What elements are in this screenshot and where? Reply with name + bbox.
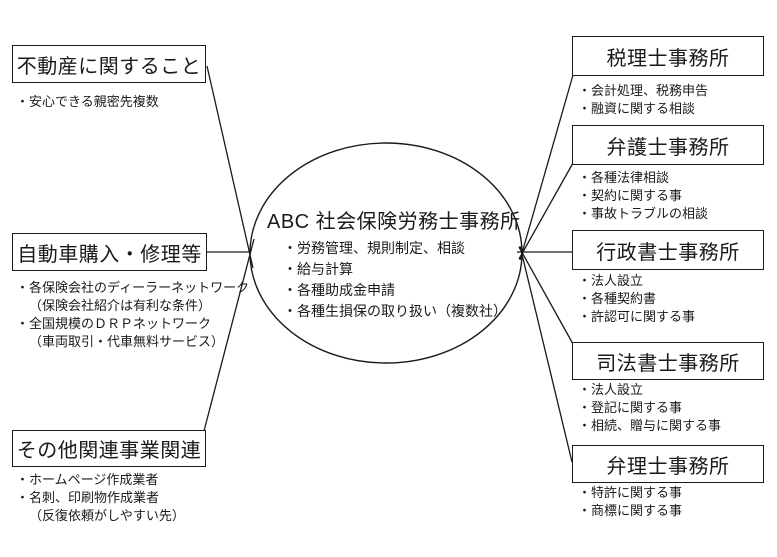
box-other-related-business-title: その他関連事業関連 <box>16 440 202 462</box>
box-real-estate: 不動産に関すること <box>12 45 206 83</box>
box-patent-attorney-office: 弁理士事務所 <box>572 445 764 483</box>
bullet-line: ・許認可に関する事 <box>578 309 696 324</box>
bullet-line: ・事故トラブルの相談 <box>578 206 709 221</box>
bullet-line: ・安心できる親密先複数 <box>16 94 159 109</box>
bullet-line: ・給与計算 <box>283 261 353 277</box>
box-judicial-scrivener-office-title: 司法書士事務所 <box>596 352 740 375</box>
bullet-line: ・各保険会社のディーラーネットワーク <box>16 280 250 295</box>
box-lawyer-office: 弁護士事務所 <box>572 125 764 165</box>
bullet-line: ・全国規模のＤＲＰネットワーク <box>16 316 212 331</box>
lawyer-bullet-list: ・各種法律相談・契約に関する事・事故トラブルの相談 <box>578 169 708 223</box>
tax-bullet-list: ・会計処理、税務申告・融資に関する相談 <box>578 82 708 118</box>
car-bullet-list: ・各保険会社のディーラーネットワーク （保険会社紹介は有利な条件） ・全国規模のＤＲ… <box>16 279 249 351</box>
box-real-estate-title: 不動産に関すること <box>16 55 202 78</box>
bullet-line: ・各種生損保の取り扱い（複数社） <box>283 303 507 319</box>
center-bullet-list: ・労務管理、規則制定、相談・給与計算・各種助成金申請・各種生損保の取り扱い（複数… <box>283 238 507 322</box>
bullet-line: ・法人設立 <box>578 382 644 397</box>
bullet-line: ・法人設立 <box>578 273 644 288</box>
box-administrative-scrivener-office: 行政書士事務所 <box>572 230 764 270</box>
bullet-line: （反復依頼がしやすい先） <box>29 508 185 523</box>
center-title: ABC 社会保険労務士事務所 <box>267 211 521 233</box>
bullet-line: ・各種助成金申請 <box>283 282 395 298</box>
bullet-line: ・名刺、印刷物作成業者 <box>16 490 160 505</box>
connector-shiho <box>518 246 574 345</box>
bullet-line: ・契約に関する事 <box>578 188 683 203</box>
benri-bullet-list: ・特許に関する事・商標に関する事 <box>578 484 682 520</box>
gyosei-bullet-list: ・法人設立・各種契約書・許認可に関する事 <box>578 272 695 326</box>
bullet-line: ・融資に関する相談 <box>578 101 696 116</box>
shiho-bullet-list: ・法人設立・登記に関する事・相続、贈与に関する事 <box>578 381 721 435</box>
box-car-purchase-repair: 自動車購入・修理等 <box>12 233 207 271</box>
bullet-line: （車両取引・代車無料サービス） <box>29 334 225 349</box>
box-other-related-business: その他関連事業関連 <box>12 430 206 467</box>
box-tax-accountant-office: 税理士事務所 <box>572 36 764 76</box>
box-patent-attorney-office-title: 弁理士事務所 <box>606 455 730 478</box>
bullet-line: ・会計処理、税務申告 <box>578 83 709 98</box>
box-lawyer-office-title: 弁護士事務所 <box>606 136 730 159</box>
bullet-line: ・相続、贈与に関する事 <box>578 418 722 433</box>
connector-other <box>203 238 255 432</box>
bullet-line: ・商標に関する事 <box>578 503 683 518</box>
box-administrative-scrivener-office-title: 行政書士事務所 <box>596 241 740 264</box>
connector-lawyer <box>518 162 574 260</box>
bullet-line: ・各種契約書 <box>578 291 657 306</box>
box-tax-accountant-office-title: 税理士事務所 <box>606 47 730 70</box>
bullet-line: ・労務管理、規則制定、相談 <box>283 240 465 256</box>
bullet-line: ・ホームページ作成業者 <box>16 472 159 487</box>
real-estate-bullet-list: ・安心できる親密先複数 <box>16 93 159 111</box>
connector-benri <box>519 245 573 463</box>
connector-real-estate <box>206 65 254 269</box>
bullet-line: ・各種法律相談 <box>578 170 670 185</box>
bullet-line: ・特許に関する事 <box>578 485 683 500</box>
other-bullet-list: ・ホームページ作成業者・名刺、印刷物作成業者 （反復依頼がしやすい先） <box>16 471 185 525</box>
bullet-line: ・登記に関する事 <box>578 400 683 415</box>
bullet-line: （保険会社紹介は有利な条件） <box>29 298 212 313</box>
box-car-purchase-repair-title: 自動車購入・修理等 <box>17 243 202 266</box>
box-judicial-scrivener-office: 司法書士事務所 <box>572 342 764 380</box>
connector-tax <box>519 74 574 261</box>
